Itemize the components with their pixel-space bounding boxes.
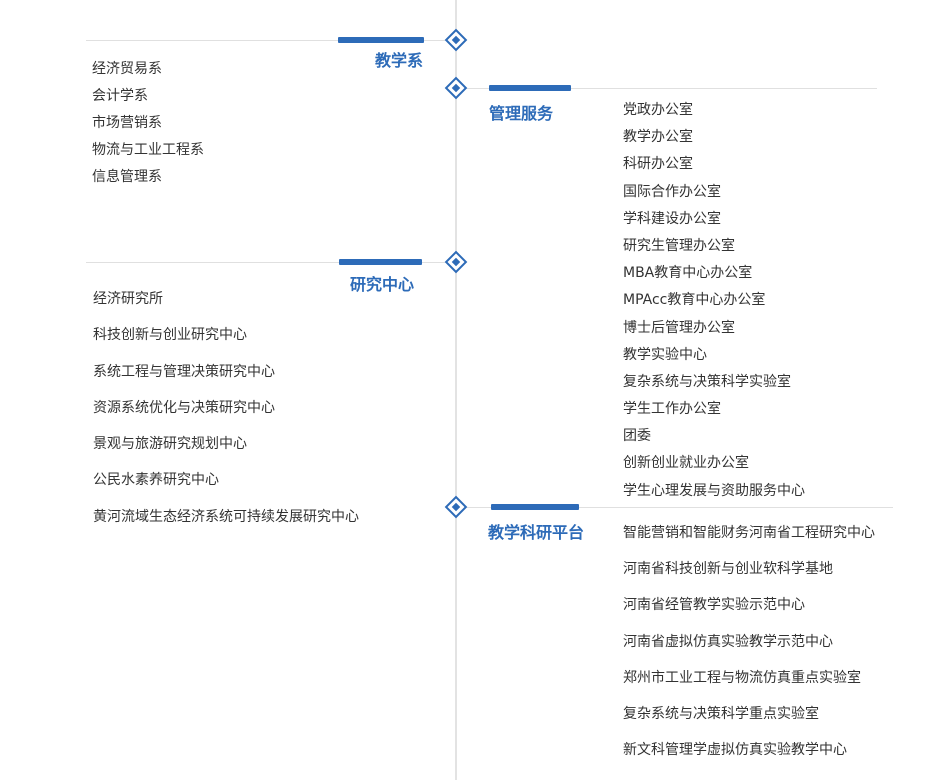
management-list-item[interactable]: 创新创业就业办公室 [623,455,749,472]
section-title: 教学科研平台 [488,523,585,542]
section-accent-bar [339,259,422,265]
research-list: 经济研究所科技创新与创业研究中心系统工程与管理决策研究中心资源系统优化与决策研究… [93,281,359,535]
research-list-item[interactable]: 经济研究所 [93,291,163,307]
section-accent-bar [491,504,579,510]
section-divider [86,262,455,263]
section-accent-bar [489,85,571,91]
section-accent-bar [338,37,424,43]
management-list-item[interactable]: 博士后管理办公室 [623,319,735,336]
platform-list-item[interactable]: 复杂系统与决策科学重点实验室 [623,705,819,722]
timeline-diamond-icon [444,76,468,100]
teaching-list-item[interactable]: 会计学系 [92,88,148,104]
management-list-item[interactable]: 学生心理发展与资助服务中心 [623,482,805,499]
timeline-axis [455,0,457,780]
management-list: 党政办公室教学办公室科研办公室国际合作办公室学科建设办公室研究生管理办公室 MBA… [623,97,805,505]
platform-list-item[interactable]: 郑州市工业工程与物流仿真重点实验室 [623,669,861,686]
timeline-diamond-icon [444,250,468,274]
research-list-item[interactable]: 资源系统优化与决策研究中心 [93,399,275,416]
research-list-item[interactable]: 景观与旅游研究规划中心 [93,436,247,453]
platform-list-item[interactable]: 智能营销和智能财务河南省工程研究中心 [623,525,875,541]
management-list-item[interactable]: 学科建设办公室 [623,210,721,227]
platform-list: 智能营销和智能财务河南省工程研究中心河南省科技创新与创业软科学基地河南省经管教学… [623,515,875,768]
timeline-diamond-icon [444,495,468,519]
section-title: 教学系 [374,51,423,70]
management-list-item[interactable]: 教学实验中心 [623,346,707,363]
section-divider [457,507,893,508]
timeline-diamond-icon [444,28,468,52]
management-list-item[interactable]: 国际合作办公室 [623,183,721,200]
research-list-item[interactable]: 黄河流域生态经济系统可持续发展研究中心 [93,508,359,525]
platform-list-item[interactable]: 河南省科技创新与创业软科学基地 [623,561,833,578]
platform-list-item[interactable]: 河南省虚拟仿真实验教学示范中心 [623,633,833,650]
management-list-item[interactable]: 学生工作办公室 [623,401,721,418]
management-list-item[interactable]: 复杂系统与决策科学实验室 [623,373,791,390]
section-divider [457,88,877,89]
management-list-item[interactable]: 科研办公室 [623,156,693,173]
research-list-item[interactable]: 系统工程与管理决策研究中心 [93,363,275,380]
research-list-item[interactable]: 科技创新与创业研究中心 [93,327,247,344]
teaching-list-item[interactable]: 经济贸易系 [92,61,162,77]
management-list-item[interactable]: 党政办公室 [623,102,693,118]
management-list-item[interactable]: MPAcc教育中心办公室 [623,292,766,309]
management-list-item[interactable]: 教学办公室 [623,129,693,146]
platform-list-item[interactable]: 河南省经管教学实验示范中心 [623,597,805,614]
research-list-item[interactable]: 公民水素养研究中心 [93,472,219,489]
teaching-list-item[interactable]: 信息管理系 [92,169,162,185]
teaching-list: 经济贸易系会计学系市场营销系物流与工业工程系信息管理系 [92,56,204,191]
section-title: 研究中心 [349,275,414,294]
management-list-item[interactable]: 研究生管理办公室 [623,237,735,254]
management-list-item[interactable]: MBA教育中心办公室 [623,265,753,282]
section-divider [86,40,455,41]
teaching-list-item[interactable]: 市场营销系 [92,115,162,131]
platform-list-item[interactable]: 新文科管理学虚拟仿真实验教学中心 [623,742,847,759]
section-title: 管理服务 [489,104,554,123]
teaching-list-item[interactable]: 物流与工业工程系 [92,142,204,158]
management-list-item[interactable]: 团委 [623,428,651,445]
